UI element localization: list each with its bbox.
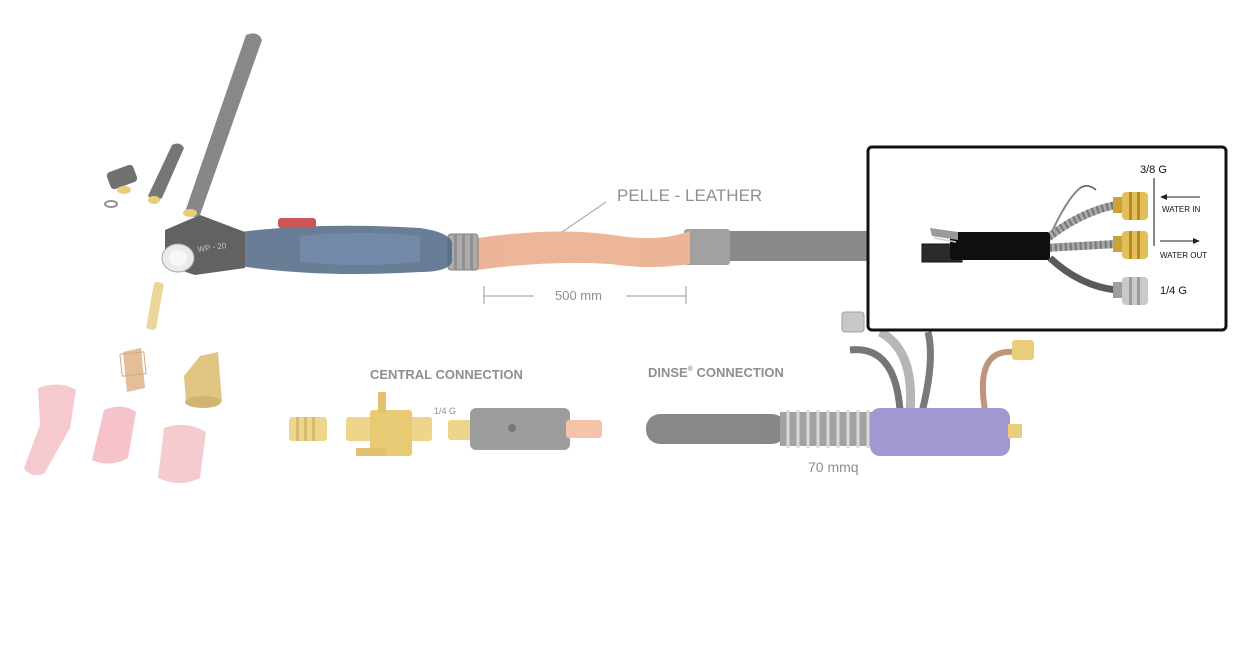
dinse-hose-braided (877, 327, 916, 413)
dinse-fitting-brass (1012, 340, 1034, 360)
inset-sheath (950, 232, 1050, 260)
long-back-cap (185, 33, 262, 217)
central-quarter-nut (448, 420, 472, 440)
dinse-reg-mark: ® (688, 365, 694, 373)
collet (146, 281, 164, 331)
short-back-cap (148, 143, 184, 200)
labels: PELLE - LEATHER 500 mm CENTRAL CONNECTIO… (370, 186, 859, 475)
inset-panel: 3/8 G WATER IN WATER OUT 1/4 G (866, 145, 1228, 332)
dinse-word: DINSE (648, 365, 688, 380)
ceramic-nozzle-short (158, 424, 206, 483)
central-plug (470, 408, 570, 450)
section-label: 70 mmq (808, 459, 859, 475)
water-in-arrow (1160, 194, 1200, 200)
ceramic-nozzle-long (24, 384, 76, 476)
ceramic-nozzle-medium (92, 406, 136, 464)
dinse-sleeve (870, 408, 1010, 456)
leather-label: PELLE - LEATHER (617, 186, 762, 205)
dinse-connection-title: DINSE® CONNECTION (648, 365, 784, 380)
dinse-spring (780, 410, 880, 448)
hose-assembly (447, 229, 875, 271)
dinse-fitting-grey (841, 311, 865, 333)
water-in-label: WATER IN (1162, 205, 1200, 214)
main-hose (725, 231, 875, 261)
inset-1-4-label: 1/4 G (1160, 285, 1187, 297)
water-out-label: WATER OUT (1160, 251, 1207, 260)
leather-leader-line (561, 201, 607, 233)
collet-body-small (123, 348, 145, 392)
hose-sleeve (684, 229, 730, 265)
consumables (24, 281, 222, 483)
inset-lower-hose (1047, 255, 1117, 294)
knurled-cap (106, 164, 138, 190)
inset-fitting-water-in (1113, 192, 1148, 220)
dinse-suffix: CONNECTION (693, 365, 784, 380)
water-out-arrow (1160, 238, 1200, 244)
inset-fitting-water-out (1113, 231, 1148, 259)
torch-model-label: WP - 20 (197, 241, 227, 254)
central-nut (289, 417, 327, 441)
trigger (278, 218, 316, 228)
length-label: 500 mm (555, 288, 602, 303)
dinse-connection-parts (646, 311, 1034, 456)
inset-3-8-label: 3/8 G (1140, 164, 1167, 176)
gas-lens (184, 352, 222, 406)
torch: WP - 20 (161, 215, 452, 275)
dinse-cable (646, 414, 786, 444)
o-ring (104, 200, 118, 208)
central-connection-parts (289, 392, 602, 456)
inset-fitting-quarter (1113, 277, 1148, 305)
central-quarter-label: 1/4 G (434, 406, 456, 416)
inset-cable-tip (930, 228, 958, 240)
dinse-hose-left (849, 346, 904, 411)
back-caps (104, 33, 262, 217)
dinse-hose-right (979, 348, 1013, 411)
central-connection-title: CENTRAL CONNECTION (370, 367, 523, 382)
leather-cover (478, 231, 690, 270)
